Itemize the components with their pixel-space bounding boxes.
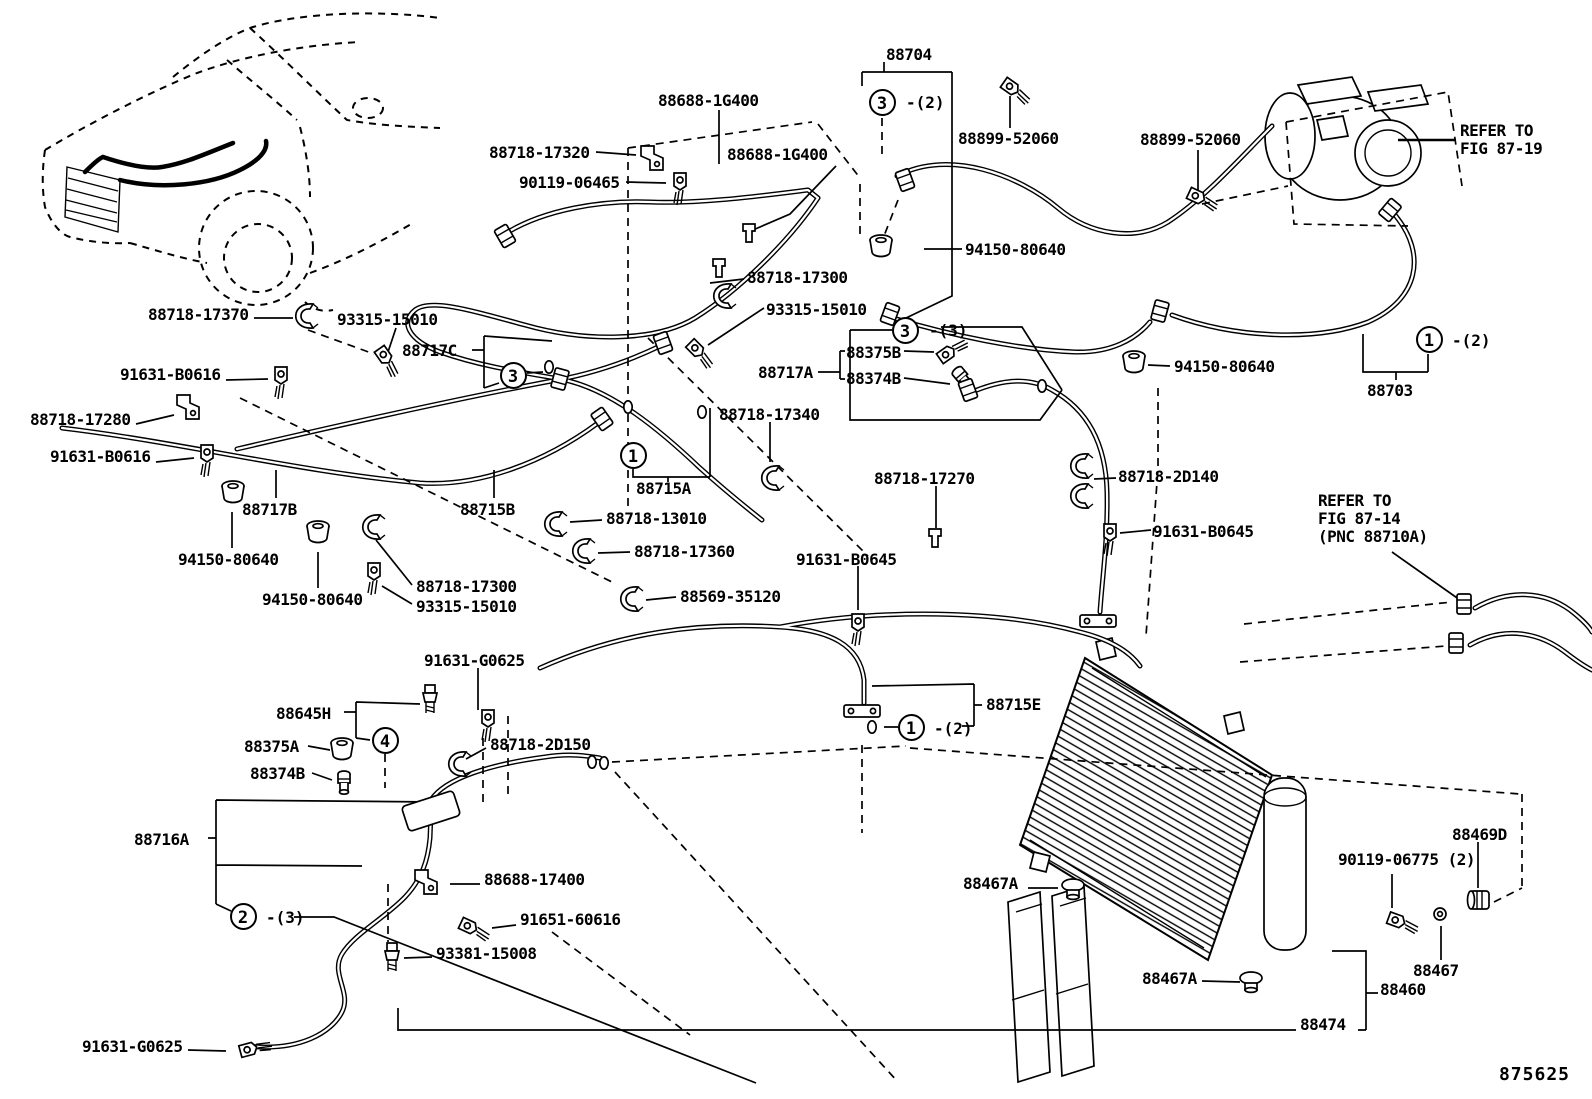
condenser-sketch	[1007, 614, 1307, 1084]
hardware-parts	[176, 76, 1490, 1059]
compressor-sketch	[1264, 76, 1430, 201]
figure-code: 875625	[1498, 1064, 1570, 1085]
leader-lines	[135, 62, 1479, 1084]
pipes-and-hoses	[60, 124, 1592, 1049]
car-sketch	[41, 12, 441, 312]
